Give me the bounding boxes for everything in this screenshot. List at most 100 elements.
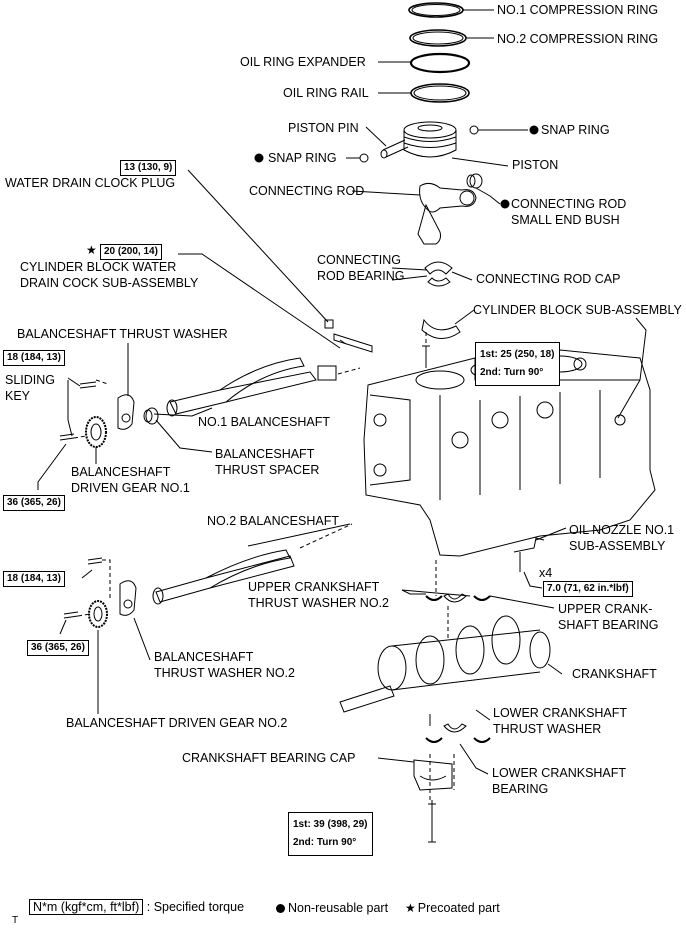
leader-lines <box>37 9 647 775</box>
torque-main-cap-1st: 1st: 39 (398, 29) <box>293 819 368 830</box>
label-lower-thrust-line2: THRUST WASHER <box>493 722 602 736</box>
label-upper-thrust-line2: THRUST WASHER NO.2 <box>248 596 389 610</box>
torque-main-cap: 1st: 39 (398, 29) 2nd: Turn 90° <box>288 812 373 856</box>
label-no1-compression-ring: NO.1 COMPRESSION RING <box>497 3 659 17</box>
bolt-4 <box>63 611 79 619</box>
oil-nozzle-shape <box>513 537 545 572</box>
lower-thrust-washer-b <box>473 737 491 743</box>
label-oil-ring-rail: OIL RING RAIL <box>283 86 369 100</box>
legend-precoated-text: Precoated part <box>417 901 500 915</box>
label-cylinder-block: CYLINDER BLOCK SUB-ASSEMBLY <box>473 303 682 317</box>
torque-rod-cap-2nd: 2nd: Turn 90° <box>480 367 544 378</box>
label-bal-washer2-line1: BALANCESHAFT <box>154 650 254 664</box>
label-upper-bearing-line2: SHAFT BEARING <box>558 618 659 632</box>
label-lower-bearing-line2: BEARING <box>492 782 549 796</box>
label-thrust-spacer-line1: BALANCESHAFT <box>215 447 315 461</box>
lower-bearing-shape <box>443 723 467 733</box>
crankshaft-shape <box>339 615 551 713</box>
label-snap-ring-left: SNAP RING <box>268 151 337 165</box>
compression-ring-1 <box>408 2 464 18</box>
label-upper-thrust-line1: UPPER CRANKSHAFT <box>248 580 380 594</box>
legend-unit-text: : Specified torque <box>146 900 245 914</box>
legend-unit-box: N*m (kgf*cm, ft*lbf) <box>29 899 144 915</box>
rod-bearing-shape <box>424 261 453 287</box>
small-end-bush-shape <box>466 173 483 189</box>
bullet-markers <box>254 125 539 209</box>
label-small-end-bush-line2: SMALL END BUSH <box>511 213 620 227</box>
label-sliding-key-line1: SLIDING <box>5 373 56 387</box>
legend-precoated: ★Precoated part <box>405 901 500 915</box>
torque-gear-bolt-1: 36 (365, 26) <box>3 495 65 511</box>
bearing-cap-shape <box>413 759 453 791</box>
label-no2-balanceshaft: NO.2 BALANCESHAFT <box>207 514 339 528</box>
oil-ring-expander <box>409 52 471 74</box>
label-piston: PISTON <box>512 158 559 172</box>
torque-gear-bolt-2: 36 (365, 26) <box>27 640 89 656</box>
label-driven-gear1-line2: DRIVEN GEAR NO.1 <box>71 481 190 495</box>
drain-cock-shape <box>324 319 373 353</box>
driven-gear-2-shape <box>88 600 108 628</box>
thrust-washer-2-shape <box>119 580 137 616</box>
legend-torque: N*m (kgf*cm, ft*lbf) : Specified torque <box>29 899 244 915</box>
label-rod-bearing-line2: ROD BEARING <box>317 269 405 283</box>
no1-balanceshaft-shape <box>166 357 337 417</box>
label-bal-washer2-line2: THRUST WASHER NO.2 <box>154 666 295 680</box>
torque-balanceshaft-bolt-2: 18 (184, 13) <box>3 571 65 587</box>
lower-thrust-washer-a <box>425 737 443 743</box>
label-rod-bearing-line1: CONNECTING <box>317 253 402 267</box>
star-icon: ★ <box>405 901 416 915</box>
legend-non-reusable-text: Non-reusable part <box>288 901 389 915</box>
label-no1-balanceshaft: NO.1 BALANCESHAFT <box>198 415 330 429</box>
label-x4: x4 <box>539 566 553 580</box>
thrust-washer-shape <box>117 394 135 430</box>
label-lower-bearing-line1: LOWER CRANKSHAFT <box>492 766 627 780</box>
label-small-end-bush-line1: CONNECTING ROD <box>511 197 627 211</box>
thrust-spacer-shape <box>143 407 159 425</box>
label-thrust-spacer-line2: THRUST SPACER <box>215 463 320 477</box>
bullet-icon <box>276 904 285 913</box>
upper-thrust-washer-b <box>473 595 491 601</box>
piston-shape <box>403 121 457 158</box>
torque-drain-plug: 13 (130, 9) <box>120 160 177 176</box>
bolt-3 <box>87 557 103 565</box>
snap-ring-left-shape <box>359 153 369 163</box>
torque-balanceshaft-bolt-1: 18 (184, 13) <box>3 350 65 366</box>
upper-thrust-washer-a <box>425 595 443 601</box>
snap-ring-right-shape <box>469 125 479 135</box>
label-balanceshaft-thrust-washer: BALANCESHAFT THRUST WASHER <box>17 327 228 341</box>
label-driven-gear1-line1: BALANCESHAFT <box>71 465 171 479</box>
bolt-1 <box>79 381 97 389</box>
label-no2-compression-ring: NO.2 COMPRESSION RING <box>497 32 659 46</box>
label-sliding-key-line2: KEY <box>5 389 31 403</box>
oil-ring-rail <box>410 83 470 103</box>
compression-ring-2 <box>409 29 467 47</box>
driven-gear-1-shape <box>85 416 107 448</box>
torque-rod-cap: 1st: 25 (250, 18) 2nd: Turn 90° <box>475 342 560 386</box>
torque-main-cap-2nd: 2nd: Turn 90° <box>293 837 357 848</box>
rod-cap-bolt <box>422 345 430 368</box>
label-drain-plug: WATER DRAIN CLOCK PLUG <box>5 176 176 190</box>
label-upper-bearing-line1: UPPER CRANK- <box>558 602 653 616</box>
label-drain-cock-line1: CYLINDER BLOCK WATER <box>20 260 177 274</box>
label-oil-nozzle-line1: OIL NOZZLE NO.1 <box>569 523 675 537</box>
label-bearing-cap: CRANKSHAFT BEARING CAP <box>182 751 356 765</box>
main-cap-bolt <box>428 800 436 843</box>
label-drain-cock-line2: DRAIN COCK SUB-ASSEMBLY <box>20 276 199 290</box>
label-connecting-rod: CONNECTING ROD <box>249 184 365 198</box>
legend-non-reusable: Non-reusable part <box>276 901 388 915</box>
precoated-star-mark: ★ <box>86 243 97 257</box>
dashed-alignment-lines <box>73 332 455 800</box>
torque-rod-cap-1st: 1st: 25 (250, 18) <box>480 349 555 360</box>
no2-balanceshaft-shape <box>152 549 295 605</box>
upper-bearing-shape <box>443 593 467 603</box>
torque-drain-cock: 20 (200, 14) <box>100 244 162 260</box>
label-rod-cap: CONNECTING ROD CAP <box>476 272 621 286</box>
torque-oil-nozzle: 7.0 (71, 62 in.*lbf) <box>543 581 633 597</box>
label-lower-thrust-line1: LOWER CRANKSHAFT <box>493 706 628 720</box>
label-snap-ring-right: SNAP RING <box>541 123 610 137</box>
label-driven-gear2: BALANCESHAFT DRIVEN GEAR NO.2 <box>66 716 288 730</box>
label-piston-pin: PISTON PIN <box>288 121 359 135</box>
label-oil-nozzle-line2: SUB-ASSEMBLY <box>569 539 666 553</box>
